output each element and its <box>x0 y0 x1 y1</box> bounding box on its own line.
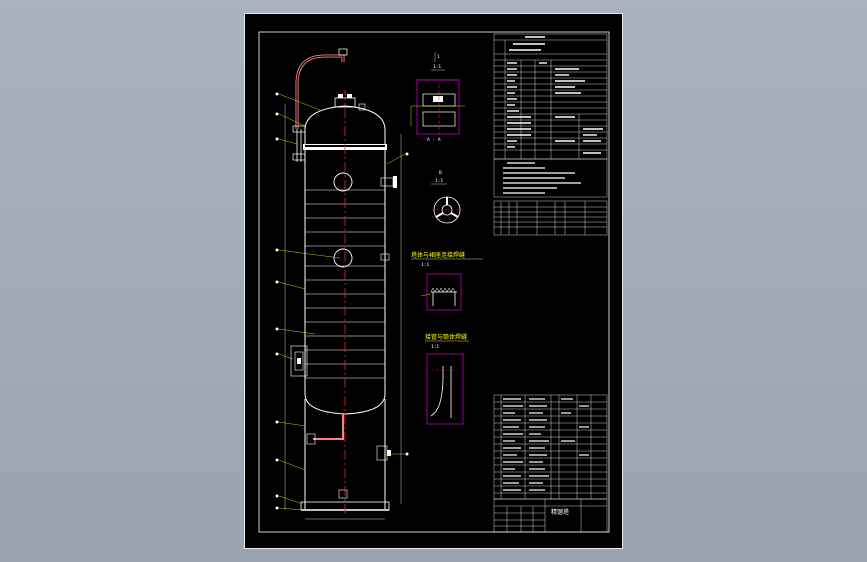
detail-1-title: 塔体与裙座连接焊缝 <box>411 251 465 259</box>
detail-2-title: 接管与筒体焊缝 <box>425 333 467 341</box>
table-text-strokes <box>507 36 603 154</box>
detail-1-scale: 1:1 <box>421 262 429 268</box>
section-a-number: 1 <box>437 54 440 60</box>
section-a-title: 1:1 <box>433 64 441 70</box>
nozzle-table <box>493 200 608 236</box>
manhole-lower <box>333 248 353 268</box>
leader-lines <box>278 93 406 511</box>
weld-detail-2: 接管与筒体焊缝 1:1 <box>425 333 469 425</box>
tech-requirements <box>493 158 608 198</box>
parts-list <box>493 394 608 500</box>
section-b-title: 1:1 <box>435 178 443 184</box>
weld-detail-1: 塔体与裙座连接焊缝 1:1 <box>411 251 483 311</box>
tower-vessel-icon <box>275 48 409 520</box>
title-block-main: 精馏塔 <box>551 508 569 516</box>
engineering-drawing: 1 1:1 A - A B 1:1 塔体与裙座连接焊 <box>258 31 610 533</box>
parts-text-strokes <box>503 398 589 491</box>
leader-marks <box>275 92 409 510</box>
section-detail-a: 1 1:1 A - A <box>410 52 465 143</box>
detail-2-scale: 1:1 <box>431 344 439 350</box>
manhole-upper <box>333 172 353 192</box>
drawing-sheet: 1 1:1 A - A B 1:1 塔体与裙座连接焊 <box>244 13 623 549</box>
cut-label: A - A <box>427 137 441 143</box>
title-block <box>493 498 608 533</box>
section-b-letter: B <box>439 170 442 176</box>
overhead-pipe <box>295 54 345 129</box>
design-data-table <box>493 33 608 160</box>
distributor-icon: B 1:1 <box>431 170 463 224</box>
inner-frame <box>258 31 610 533</box>
